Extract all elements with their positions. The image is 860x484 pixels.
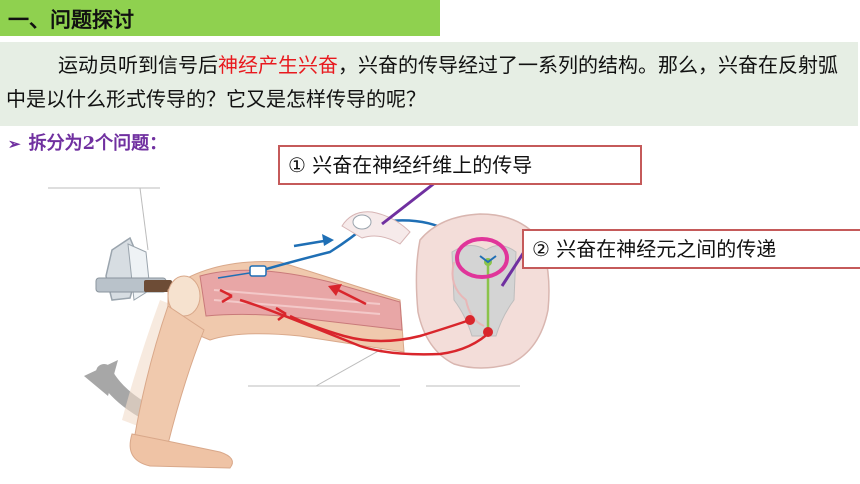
intro-highlight: 神经产生兴奋 (218, 53, 338, 77)
callout-transmission-between-neurons: ② 兴奋在神经元之间的传递 (522, 229, 860, 269)
motor-arrowhead (328, 284, 342, 296)
sub-heading: ➢ 拆分为2个问题： (8, 129, 167, 155)
reflex-hammer (95, 236, 172, 301)
spinal-cord-section (415, 213, 550, 369)
intro-paragraph: 运动员听到信号后神经产生兴奋，兴奋的传导经过了一系列的结构。那么，兴奋在反射弧中… (6, 48, 852, 116)
intro-text-after: ，兴奋的传导经过了一系列的结构。那么，兴奋在反射弧中是以什么形式传导的？它又是怎… (6, 53, 838, 111)
leader-lines (48, 187, 520, 387)
bullet-arrow-icon: ➢ (8, 135, 21, 153)
callout-conduction-along-fiber: ① 兴奋在神经纤维上的传导 (278, 145, 642, 185)
motion-arrowhead (84, 360, 118, 396)
intro-text-before: 运动员听到信号后 (58, 53, 218, 77)
header-bar (0, 0, 440, 36)
page-title: 一、问题探讨 (8, 8, 134, 32)
pointer-line-1 (381, 180, 437, 226)
sub-heading-text: 拆分为2个问题： (28, 133, 168, 154)
sensory-arrowhead (322, 234, 334, 246)
motor-neuron (219, 288, 493, 356)
dorsal-root-ganglion (341, 211, 411, 245)
muscle-spindle (249, 265, 267, 277)
intro-box (0, 42, 858, 126)
motor-neuron-body (483, 327, 493, 337)
motor-direction-arrow (333, 286, 367, 306)
pointer-line-2 (500, 251, 526, 287)
synapse-highlight-circle (455, 237, 509, 279)
interneuron (479, 255, 497, 330)
leg (129, 261, 405, 469)
motor-neuron-body-2 (465, 315, 475, 325)
